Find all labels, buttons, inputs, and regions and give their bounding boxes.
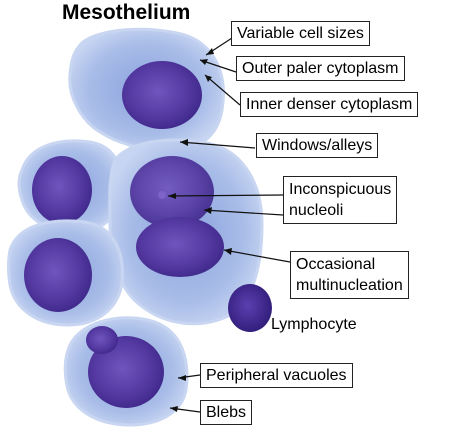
cell-center-nucleus-2 <box>136 217 224 277</box>
arrow-inner-denser-cytoplasm <box>204 74 241 106</box>
label-text: Variable cell sizes <box>237 25 364 42</box>
arrowhead-windows-alleys <box>180 139 188 146</box>
arrowhead-peripheral-vacuoles <box>178 375 186 381</box>
label-windows-alleys: Windows/alleys <box>256 133 379 158</box>
label-peripheral-vacuoles: Peripheral vacuoles <box>200 363 353 388</box>
label-text: Peripheral vacuoles <box>206 367 347 384</box>
lymphocyte-cell <box>228 284 272 332</box>
cell-center-nucleus-1 <box>130 156 214 228</box>
arrow-nucleoli <box>203 209 284 216</box>
cell-bottom-nucleus <box>88 336 164 408</box>
arrowhead-occasional-multinucleation <box>224 248 232 255</box>
label-text-line-1: Inconspicuous <box>289 181 392 198</box>
arrowhead-variable-cell-sizes <box>206 48 214 55</box>
diagram-title: Mesothelium <box>62 1 191 24</box>
arrowhead-inconspicuous-nucleoli <box>168 193 176 199</box>
arrowhead-outer-paler-cytoplasm <box>200 59 208 65</box>
arrowhead-nucleoli <box>204 207 212 214</box>
label-lymphocyte: Lymphocyte <box>271 316 357 333</box>
label-inconspicuous-nucleoli: Inconspicuous nucleoli <box>283 176 398 224</box>
label-text-line-2: multinucleation <box>296 277 403 294</box>
label-blebs: Blebs <box>200 400 253 425</box>
label-text: Windows/alleys <box>262 137 373 154</box>
cell-left-upper-nucleus <box>32 156 92 224</box>
label-text-line-1: Occasional <box>296 256 376 273</box>
label-text: Inner denser cytoplasm <box>246 96 413 113</box>
cell-bottom-nucleus-lobe <box>86 326 118 354</box>
nucleolus <box>158 191 166 199</box>
arrowhead-inner-denser-cytoplasm <box>205 75 212 82</box>
arrow-windows-alleys <box>179 141 256 149</box>
cell-left-lower-nucleus <box>24 238 92 312</box>
label-outer-paler-cytoplasm: Outer paler cytoplasm <box>236 56 405 81</box>
label-variable-cell-sizes: Variable cell sizes <box>231 21 370 46</box>
label-text: Outer paler cytoplasm <box>242 60 399 77</box>
arrow-occasional-multinucleation <box>223 249 291 263</box>
label-text: Blebs <box>206 404 247 421</box>
arrow-inconspicuous-nucleoli <box>167 194 284 197</box>
arrowhead-blebs <box>170 406 178 412</box>
label-occasional-multinucleation: Occasional multinucleation <box>290 251 409 299</box>
label-inner-denser-cytoplasm: Inner denser cytoplasm <box>240 92 419 117</box>
cell-top-nucleus <box>122 61 202 129</box>
label-text-line-2: nucleoli <box>289 202 344 219</box>
